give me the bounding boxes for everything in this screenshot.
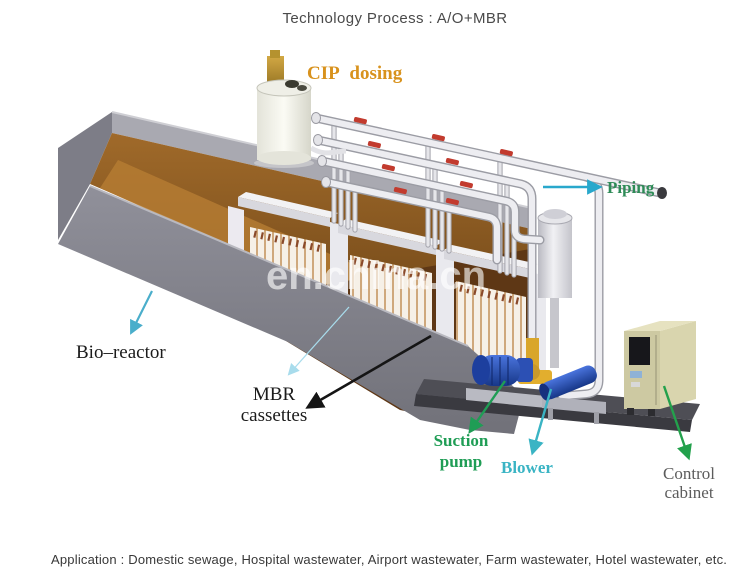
blower-arrow: [528, 388, 553, 456]
watermark: en.china.cn: [266, 254, 487, 298]
bio-reactor-label: Bio–reactor: [76, 342, 166, 363]
diagram-title: Technology Process : A/O+MBR: [282, 10, 508, 27]
annotation-arrows: [130, 179, 692, 461]
mbr-cassettes-label: MBR cassettes: [222, 384, 326, 426]
tank-front-wall: [58, 185, 524, 434]
control-cabinet-arrow: [662, 385, 692, 461]
suction-label-line1: Suction: [433, 431, 489, 450]
air-vessel: [537, 209, 573, 368]
mbr-arrow: [305, 334, 432, 409]
suction-pump-label: Suction pump: [421, 430, 501, 472]
mbr-label-line2: cassettes: [240, 405, 308, 426]
blower-label: Blower: [501, 458, 553, 477]
piping-label: Piping: [607, 178, 655, 197]
control-cabinet: [624, 321, 696, 416]
mbr-thin-arrow: [287, 306, 350, 376]
suction-pump: [466, 338, 552, 408]
blower: [539, 365, 606, 424]
cabinet-label-line2: cabinet: [664, 483, 714, 502]
pipe-valve-handles: [353, 117, 513, 206]
bio-reactor-arrow: [130, 290, 153, 335]
control-cabinet-label: Control cabinet: [649, 464, 729, 502]
suction-pump-arrow: [468, 380, 506, 434]
cabinet-label-line1: Control: [663, 464, 715, 483]
application-note: Application : Domestic sewage, Hospital …: [51, 552, 728, 567]
mbr-label-line1: MBR: [252, 384, 296, 405]
cip-dosing-tank: [254, 50, 347, 168]
suction-label-line2: pump: [439, 452, 483, 471]
cabinet-screen: [629, 337, 650, 365]
cip-dosing-label: CIP dosing: [307, 63, 403, 84]
